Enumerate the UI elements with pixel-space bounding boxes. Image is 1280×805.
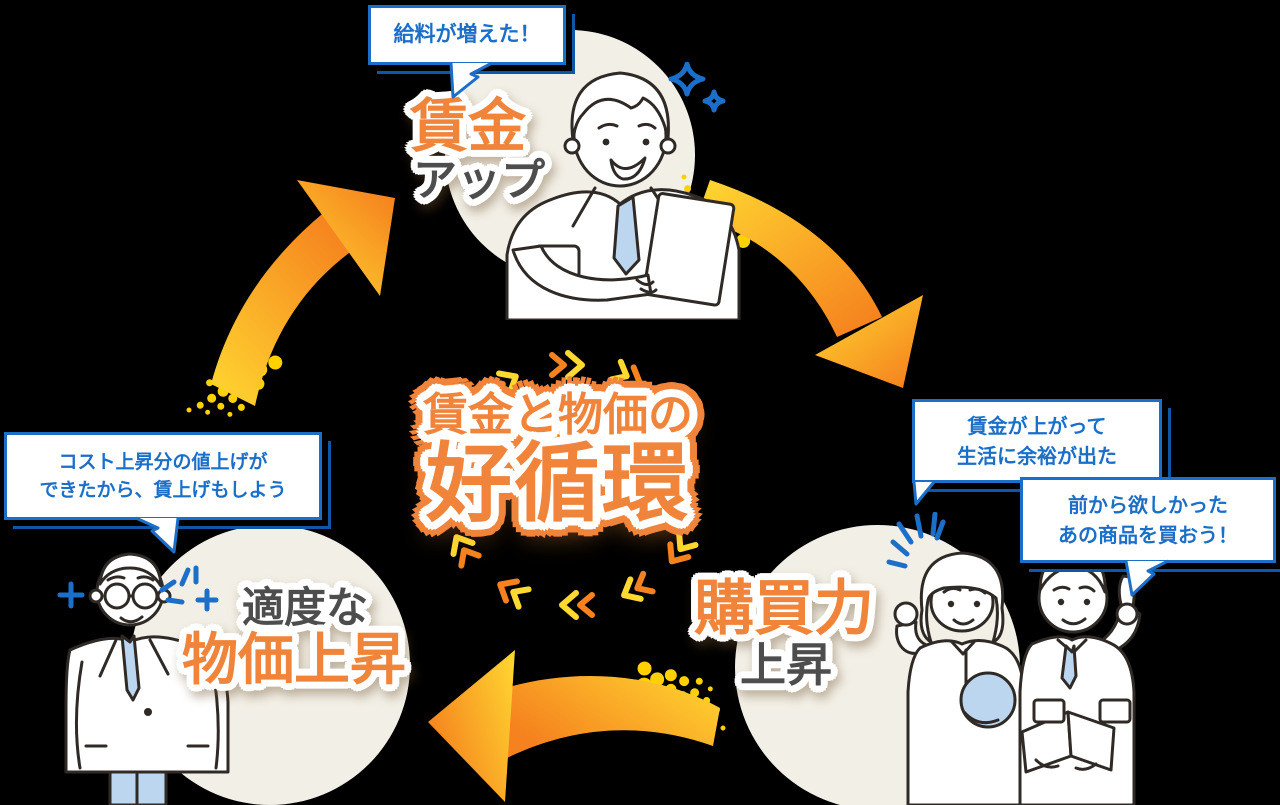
wage-node-label: 賃金 アップ	[410, 96, 545, 204]
bubble-salary-text: 給料が増えた！	[393, 22, 541, 47]
cycle-title-line2: 好循環	[426, 434, 690, 534]
cycle-arrow-bottom-icon	[428, 650, 734, 802]
bubble-wage-up-tail	[912, 481, 936, 506]
sparkle-left-icon	[57, 565, 219, 612]
price-label-primary: 物価上昇	[182, 627, 406, 693]
purchase-node-label: 購買力 上昇	[694, 578, 874, 690]
bubble-cost-increase: コスト上昇分の値上げが できたから、賃上げもしよう	[4, 432, 322, 520]
cycle-title: 賃金と物価の 好循環 賃金と物価の 好循環	[408, 392, 708, 527]
bubble-buy-line2: あの商品を買おう！	[1058, 523, 1238, 547]
bubble-salary-increased: 給料が増えた！	[368, 5, 566, 65]
price-setter-illustration	[64, 552, 230, 805]
cycle-title-line1: 賃金と物価の	[422, 388, 693, 441]
wage-label-primary: 賃金	[410, 92, 527, 160]
sparkle-diamond-icon	[668, 62, 726, 113]
bubble-cost-tail	[135, 516, 180, 554]
bubble-salary-tail	[449, 61, 493, 99]
cycle-chevron-ring-icon	[440, 350, 699, 620]
cycle-arrow-top-right-icon	[670, 173, 923, 388]
bubble-buy-tail	[1124, 559, 1169, 597]
bubble-buy-product: 前から欲しかった あの商品を買おう！	[1020, 477, 1276, 563]
bubble-wage-up-life: 賃金が上がって 生活に余裕が出た	[912, 399, 1162, 483]
bubble-wage-up-line2: 生活に余裕が出た	[957, 444, 1117, 468]
cycle-arrow-left-icon	[185, 180, 395, 423]
purchase-label-primary: 購買力	[694, 574, 874, 644]
sparkle-burst-icon	[886, 512, 946, 569]
bubble-cost-line2: できたから、賃上げもしよう	[39, 479, 287, 501]
price-node-label: 適度な 物価上昇	[182, 586, 406, 690]
bubble-buy-line1: 前から欲しかった	[1068, 493, 1228, 517]
worker-man-illustration	[505, 71, 741, 320]
bubble-wage-up-line1: 賃金が上がって	[967, 414, 1107, 438]
consumers-illustration	[893, 550, 1142, 805]
bubble-cost-line1: コスト上昇分の値上げが	[58, 450, 268, 473]
wage-label-secondary: アップ	[413, 155, 545, 207]
price-label-secondary: 適度な	[242, 583, 369, 632]
purchase-label-secondary: 上昇	[740, 638, 832, 693]
